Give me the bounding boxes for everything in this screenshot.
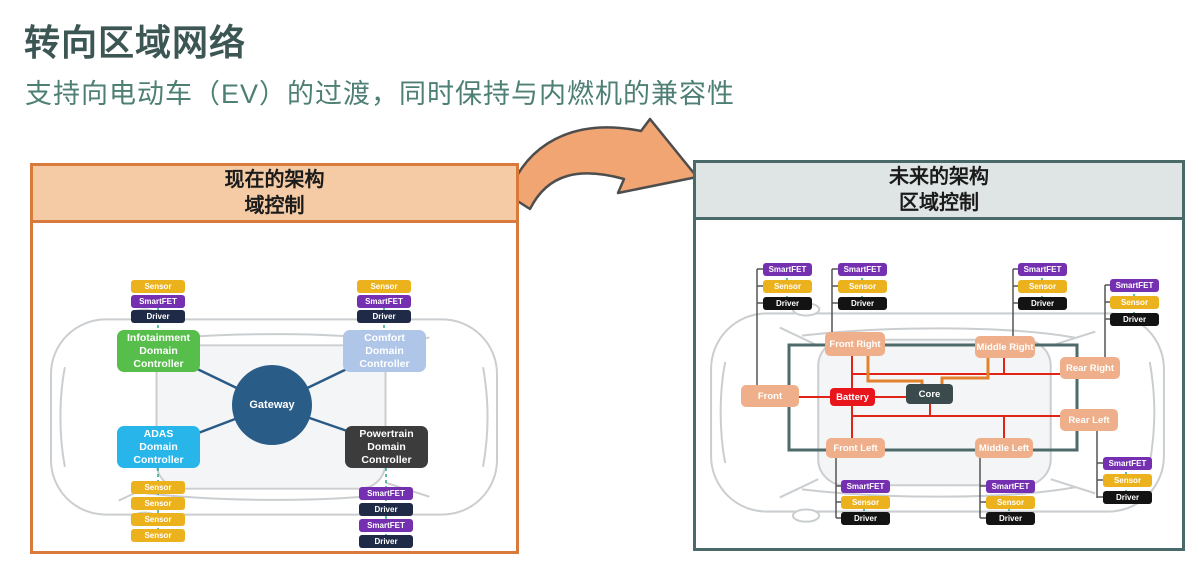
smartfet-chip: SmartFET (359, 487, 413, 500)
gateway-node: Gateway (232, 365, 312, 445)
smartfet-chip: SmartFET (841, 480, 890, 493)
zone-middle-left: Middle Left (975, 438, 1033, 458)
controller-sublabel: Domain Controller (133, 440, 184, 466)
zone-front: Front (741, 385, 799, 407)
core-node: Core (906, 384, 953, 404)
driver-chip: Driver (986, 512, 1035, 525)
controller-label: Infotainment (127, 331, 190, 344)
transition-arrow-icon (506, 117, 699, 211)
sensor-chip: Sensor (1110, 296, 1159, 309)
controller-label: Comfort (364, 331, 405, 344)
adas-domain-controller: ADAS Domain Controller (117, 426, 200, 468)
smartfet-chip: SmartFET (131, 295, 185, 308)
sensor-chip: Sensor (838, 280, 887, 293)
powertrain-domain-controller: Powertrain Domain Controller (345, 426, 428, 468)
current-header-line2: 域控制 (244, 195, 305, 217)
infotainment-domain-controller: Infotainment Domain Controller (117, 330, 200, 372)
driver-chip: Driver (838, 297, 887, 310)
sensor-chip: Sensor (131, 513, 185, 526)
sensor-chip: Sensor (763, 280, 812, 293)
smartfet-chip: SmartFET (838, 263, 887, 276)
future-header-line2: 区域控制 (899, 192, 979, 214)
zone-front-left: Front Left (826, 438, 885, 458)
controller-sublabel: Domain Controller (133, 344, 184, 370)
smartfet-chip: SmartFET (763, 263, 812, 276)
current-architecture-body: Sensor SmartFET Driver Sensor SmartFET D… (33, 223, 516, 551)
battery-node: Battery (830, 388, 875, 406)
sensor-chip: Sensor (1018, 280, 1067, 293)
sensor-chip: Sensor (357, 280, 411, 293)
zone-rear-right: Rear Right (1060, 357, 1120, 379)
future-architecture-panel: 未来的架构 区域控制 (693, 160, 1185, 551)
driver-chip: Driver (131, 310, 185, 323)
controller-label: Powertrain (359, 427, 414, 440)
smartfet-chip: SmartFET (1103, 457, 1152, 470)
comfort-domain-controller: Comfort Domain Controller (343, 330, 426, 372)
sensor-chip: Sensor (131, 497, 185, 510)
smartfet-chip: SmartFET (1018, 263, 1067, 276)
future-header-line1: 未来的架构 (889, 166, 989, 188)
sensor-chip: Sensor (131, 529, 185, 542)
sensor-chip: Sensor (131, 481, 185, 494)
driver-chip: Driver (1110, 313, 1159, 326)
smartfet-chip: SmartFET (357, 295, 411, 308)
page-subtitle: 支持向电动车（EV）的过渡，同时保持与内燃机的兼容性 (25, 79, 736, 109)
domain-network-lines (157, 283, 387, 541)
current-header-line1: 现在的架构 (224, 169, 325, 191)
zone-middle-right: Middle Right (975, 336, 1035, 358)
sensor-chip: Sensor (131, 280, 185, 293)
zone-rear-left: Rear Left (1060, 409, 1118, 431)
driver-chip: Driver (359, 503, 413, 516)
controller-label: ADAS (143, 427, 174, 440)
driver-chip: Driver (1018, 297, 1067, 310)
sensor-chip: Sensor (986, 496, 1035, 509)
driver-chip: Driver (359, 535, 413, 548)
sensor-chip: Sensor (841, 496, 890, 509)
driver-chip: Driver (763, 297, 812, 310)
current-architecture-panel: 现在的架构 域控制 Sen (30, 163, 519, 554)
sensor-chip: Sensor (1103, 474, 1152, 487)
driver-chip: Driver (1103, 491, 1152, 504)
smartfet-chip: SmartFET (359, 519, 413, 532)
smartfet-chip: SmartFET (1110, 279, 1159, 292)
controller-sublabel: Domain Controller (361, 440, 412, 466)
driver-chip: Driver (357, 310, 411, 323)
future-architecture-header: 未来的架构 区域控制 (696, 163, 1182, 220)
page-title: 转向区域网络 (24, 22, 247, 63)
future-architecture-body: SmartFET Sensor Driver SmartFET Sensor D… (696, 220, 1182, 548)
controller-sublabel: Domain Controller (359, 344, 410, 370)
zone-front-right: Front Right (825, 332, 885, 356)
current-architecture-header: 现在的架构 域控制 (33, 166, 516, 223)
smartfet-chip: SmartFET (986, 480, 1035, 493)
driver-chip: Driver (841, 512, 890, 525)
